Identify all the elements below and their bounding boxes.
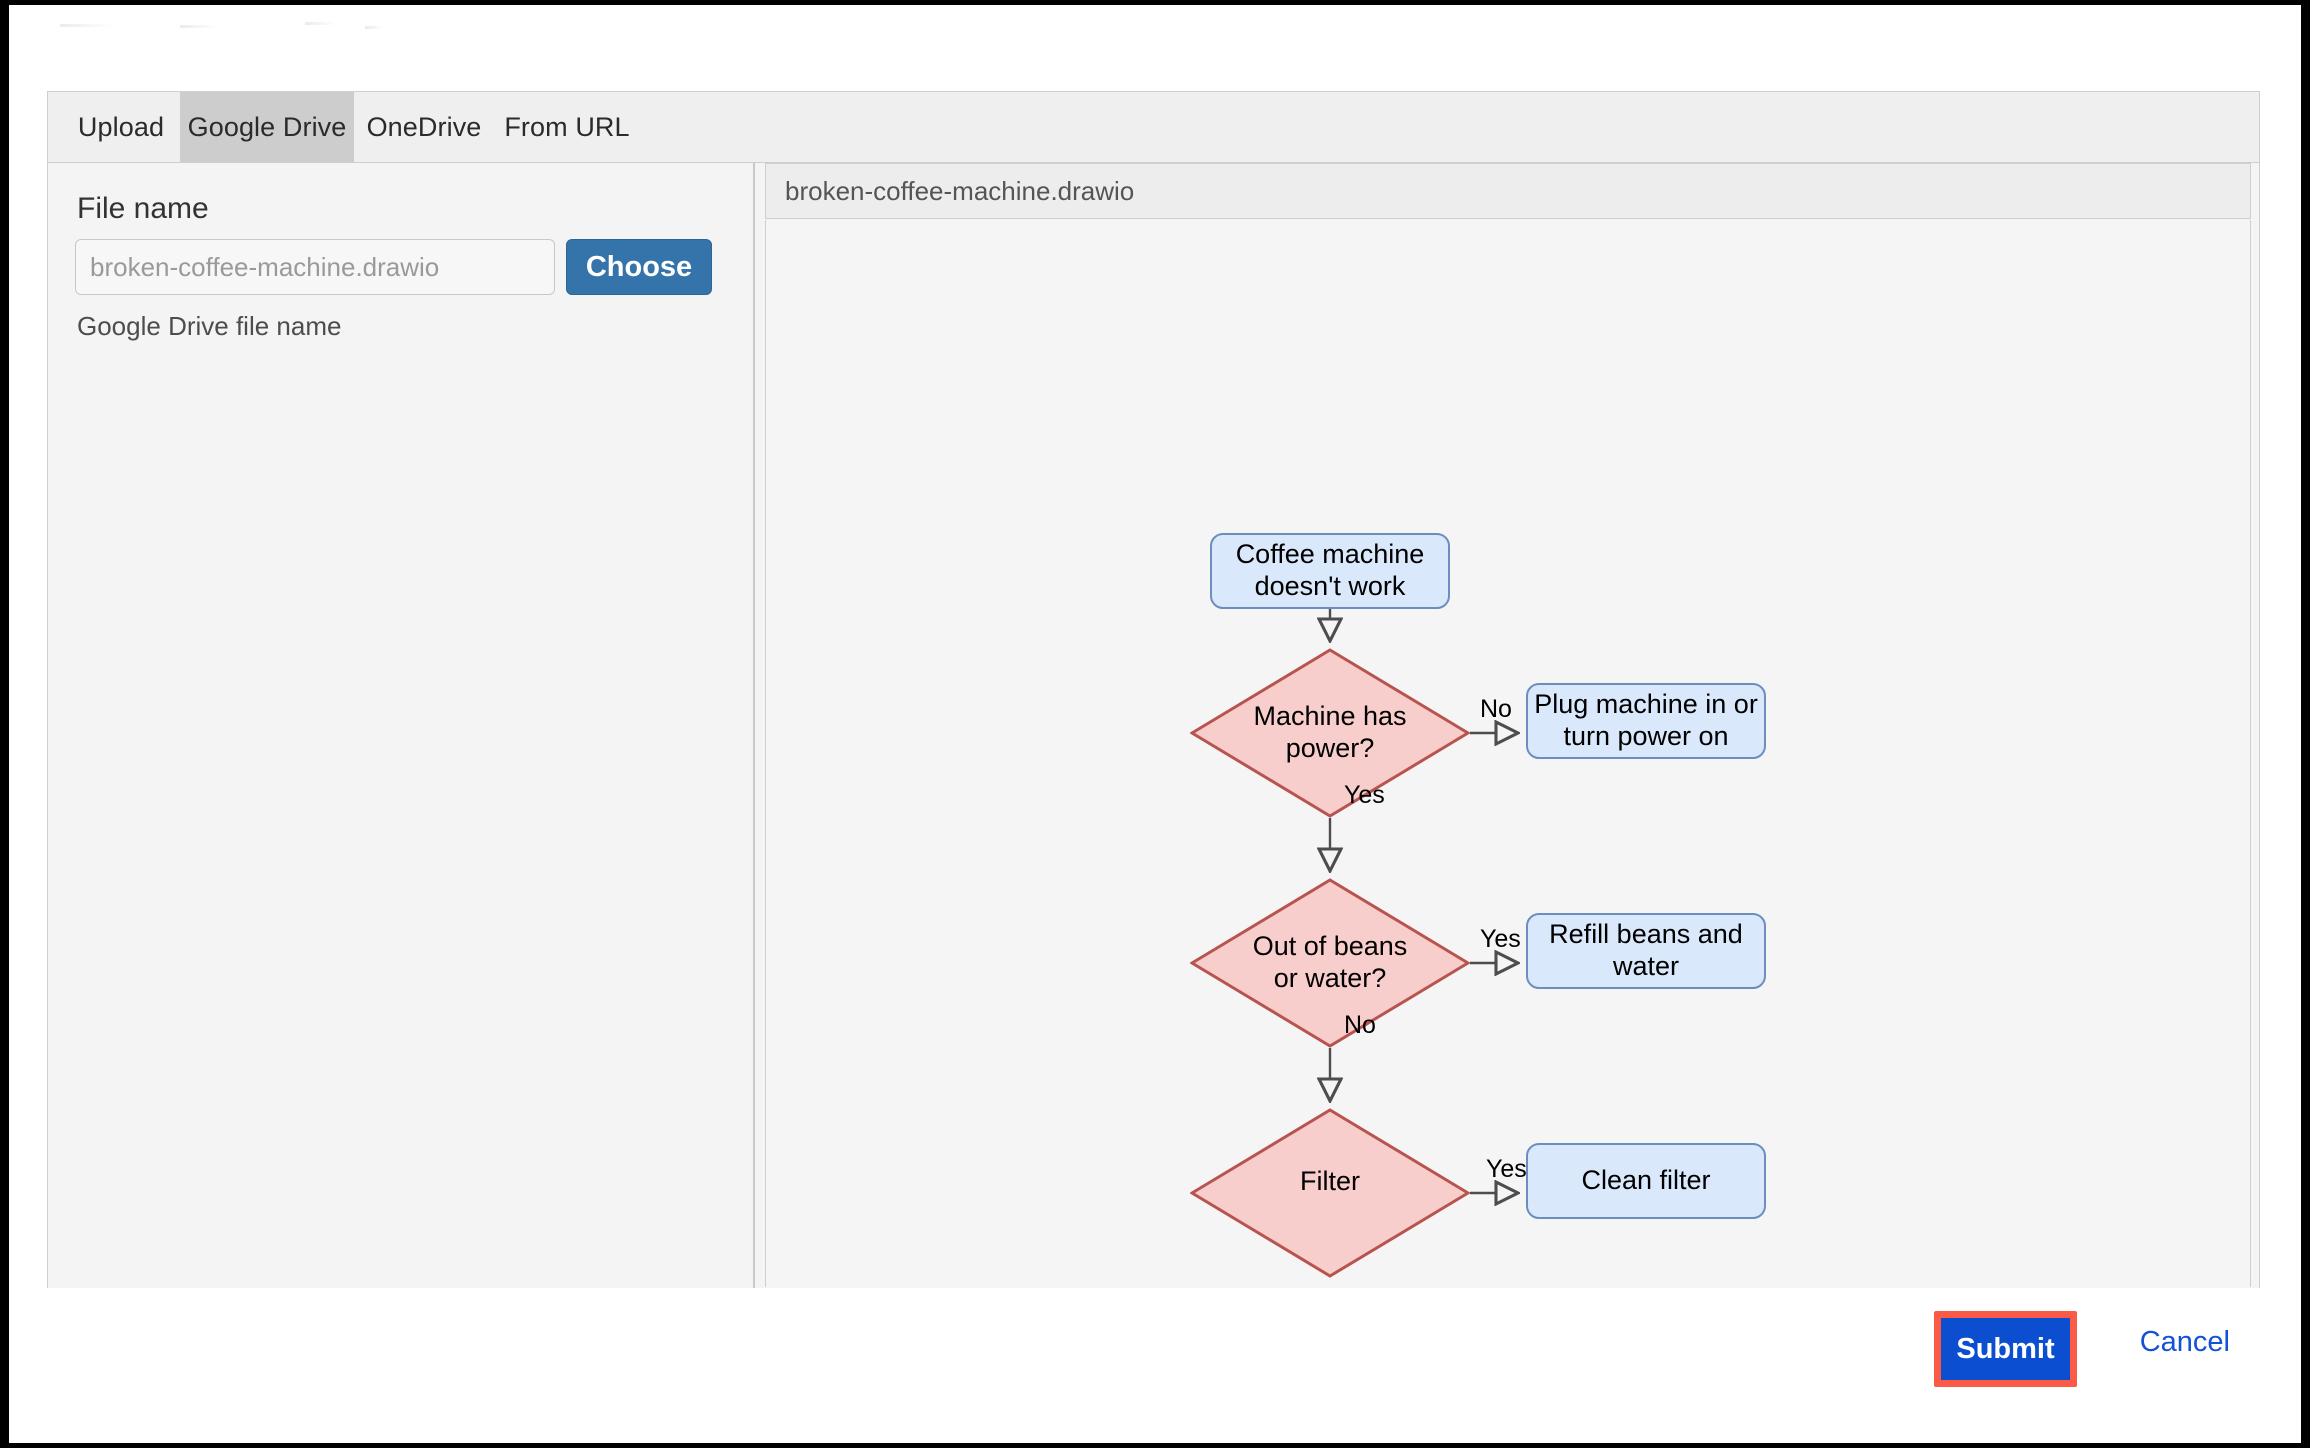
node-power-label: Machine has power? (1253, 701, 1407, 763)
preview-file-name-header: broken-coffee-machine.drawio (765, 163, 2251, 219)
edge-label-beans-no: No (1344, 1011, 1376, 1039)
file-name-label: File name (77, 192, 209, 225)
submit-button-label: Submit (1956, 1332, 2055, 1365)
file-name-row: Choose (75, 239, 712, 295)
edge-label-power-no: No (1480, 695, 1512, 723)
node-filter-label: Filter (1300, 1166, 1360, 1196)
tab-google-drive-label: Google Drive (187, 111, 347, 142)
node-plug-in[interactable]: Plug machine in or turn power on (1526, 683, 1766, 759)
node-refill-label: Refill beans and water (1549, 919, 1743, 981)
node-beans-label: Out of beans or water? (1252, 931, 1408, 993)
file-name-help-text: Google Drive file name (77, 311, 342, 341)
dialog-footer: Submit Cancel (47, 1288, 2260, 1408)
node-filter-decision[interactable]: Filter (1190, 1108, 1470, 1278)
tab-upload-label: Upload (77, 111, 165, 142)
source-tab-bar: Upload Google Drive OneDrive From URL (48, 92, 2259, 163)
tab-upload[interactable]: Upload (62, 92, 180, 162)
page-artifact-row (60, 20, 460, 30)
diamond-shape (1190, 878, 1470, 1048)
node-start[interactable]: Coffee machine doesn't work (1210, 533, 1450, 609)
tab-google-drive[interactable]: Google Drive (180, 92, 354, 162)
edge-label-power-yes: Yes (1344, 781, 1385, 809)
flowchart-edges (766, 609, 2251, 1287)
file-name-input[interactable] (75, 239, 555, 295)
edge-label-beans-yes: Yes (1480, 925, 1521, 953)
node-beans-decision[interactable]: Out of beans or water? (1190, 878, 1470, 1048)
file-import-dialog: Upload Google Drive OneDrive From URL Fi… (47, 91, 2260, 1288)
diagram-preview-canvas[interactable]: Coffee machine doesn't work Machine has … (765, 220, 2251, 1287)
edge-label-filter-yes: Yes (1486, 1155, 1527, 1183)
submit-button[interactable]: Submit (1941, 1318, 2070, 1380)
node-power-decision[interactable]: Machine has power? (1190, 648, 1470, 818)
tab-onedrive-label: OneDrive (366, 111, 482, 142)
node-clean-filter-label: Clean filter (1581, 1165, 1711, 1196)
node-refill[interactable]: Refill beans and water (1526, 913, 1766, 989)
choose-button[interactable]: Choose (566, 239, 712, 295)
submit-highlight-ring: Submit (1934, 1311, 2077, 1387)
tab-from-url[interactable]: From URL (494, 92, 640, 162)
node-start-label: Coffee machine doesn't work (1235, 539, 1425, 601)
tab-onedrive[interactable]: OneDrive (354, 92, 494, 162)
diamond-shape (1190, 1108, 1470, 1278)
dialog-body: File name Choose Google Drive file name … (48, 163, 2259, 1288)
tab-from-url-label: From URL (504, 111, 630, 142)
node-clean-filter[interactable]: Clean filter (1526, 1143, 1766, 1219)
flowchart-diagram: Coffee machine doesn't work Machine has … (766, 220, 2251, 1287)
choose-button-label: Choose (585, 250, 693, 283)
form-pane: File name Choose Google Drive file name (48, 163, 755, 1288)
diamond-shape (1190, 648, 1470, 818)
node-plug-in-label: Plug machine in or turn power on (1534, 689, 1758, 751)
cancel-link[interactable]: Cancel (2139, 1326, 2230, 1358)
preview-pane: broken-coffee-machine.drawio (757, 163, 2259, 1288)
